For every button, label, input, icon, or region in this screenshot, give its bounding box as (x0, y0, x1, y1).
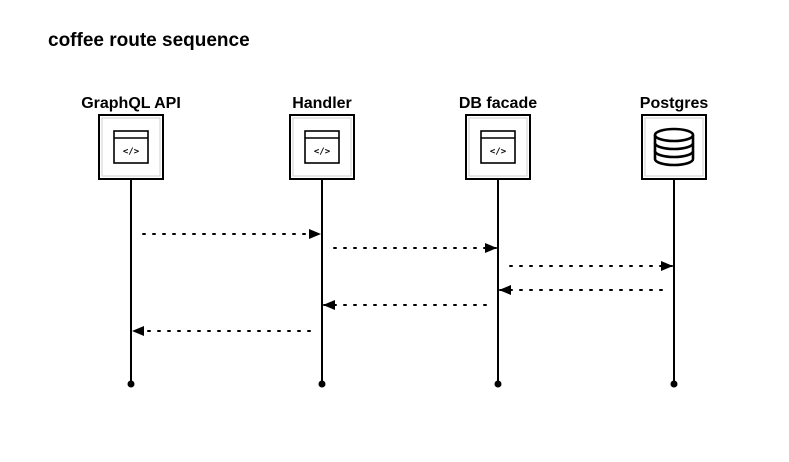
window-frame (113, 130, 149, 164)
participant-label: DB facade (459, 95, 537, 112)
code-window-icon: </> (304, 130, 340, 164)
database-icon (653, 127, 695, 167)
participant-graphql-api: GraphQL API </> (81, 95, 181, 388)
participant-box (641, 114, 707, 180)
participant-box-inner (644, 117, 704, 177)
window-frame (480, 130, 516, 164)
database-body (653, 135, 695, 167)
diagram-title: coffee route sequence (48, 30, 250, 51)
code-glyph: </> (314, 147, 331, 157)
participant-label: GraphQL API (81, 95, 181, 112)
participant-postgres: Postgres (640, 95, 709, 388)
participant-db-facade: DB facade </> (459, 95, 537, 388)
code-window-icon: </> (113, 130, 149, 164)
code-glyph: </> (490, 147, 507, 157)
database-top (653, 127, 695, 143)
database-band (653, 150, 695, 159)
participant-handler: Handler </> (289, 95, 355, 388)
participant-box-inner (468, 117, 528, 177)
lifeline-end-dot (670, 380, 678, 388)
participant-label: Handler (292, 95, 352, 112)
code-glyph: </> (123, 147, 140, 157)
messages-layer (132, 229, 673, 336)
participant-box-inner (101, 117, 161, 177)
lifeline-end-dot (127, 380, 135, 388)
participants-layer: GraphQL API </> Handler </> DB facade </> Post… (81, 95, 708, 388)
participant-label: Postgres (640, 95, 709, 112)
code-window-icon: </> (480, 130, 516, 164)
window-frame (304, 130, 340, 164)
lifeline-end-dot (494, 380, 502, 388)
participant-box-inner (292, 117, 352, 177)
database-band (653, 142, 695, 151)
lifeline-end-dot (318, 380, 326, 388)
